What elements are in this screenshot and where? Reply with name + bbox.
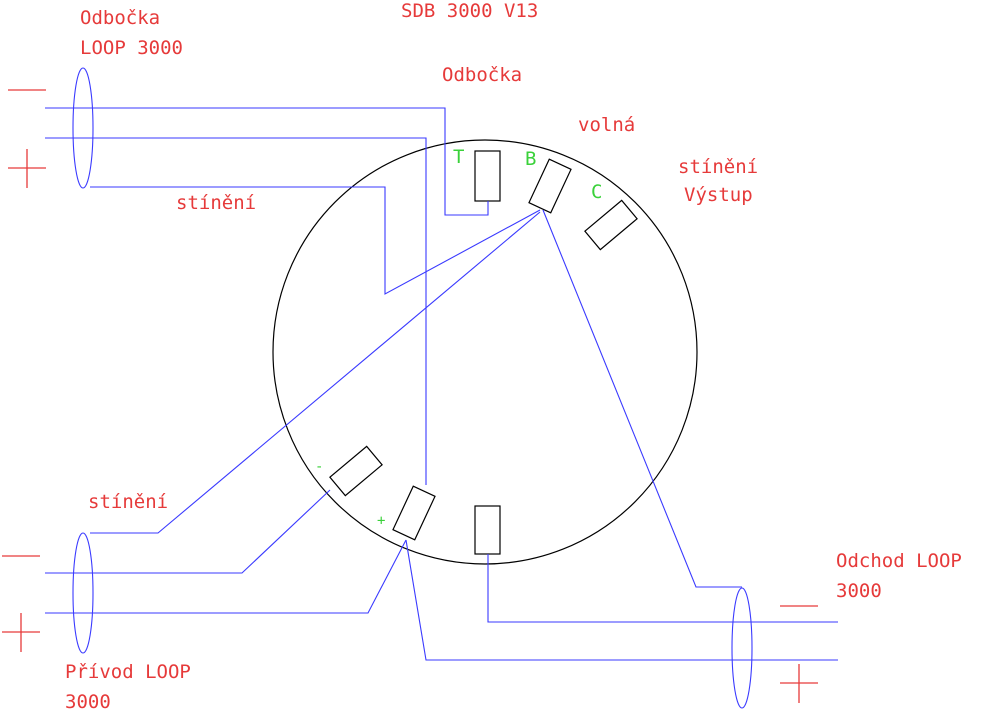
terminal-label-c: C xyxy=(591,181,602,203)
terminal-label-t: T xyxy=(453,146,464,168)
device-body-circle xyxy=(272,139,698,565)
wire-odchod-shield xyxy=(542,209,742,588)
label-volna: volná xyxy=(578,114,635,136)
terminal-c xyxy=(584,199,638,251)
label-odchod-line2: 3000 xyxy=(836,580,882,602)
wire-privod-shield-to-b xyxy=(90,211,541,534)
wire-privod-minus xyxy=(45,489,331,574)
label-odchod-line1: Odchod LOOP xyxy=(836,550,962,572)
label-privod-line2: 3000 xyxy=(65,691,111,711)
wire-odbocka-shield-to-b xyxy=(90,186,541,295)
label-stineni-vystup-line2: Výstup xyxy=(684,184,753,206)
label-stineni-bottom: stínění xyxy=(88,491,168,513)
terminal-label-plus: + xyxy=(377,513,385,529)
cable-ellipse-bottom-left xyxy=(72,532,94,654)
wire-odchod-plus xyxy=(405,539,838,661)
terminal-minus xyxy=(329,445,383,497)
terminal-b xyxy=(528,158,572,214)
label-stineni-top: stínění xyxy=(176,192,256,214)
wire-privod-plus xyxy=(45,539,407,614)
label-privod-line1: Přívod LOOP xyxy=(65,661,191,683)
cable-ellipse-top-left xyxy=(72,67,94,189)
diagram-title: SDB 3000 V13 xyxy=(401,0,538,22)
wire-odbocka-plus-to-plus xyxy=(45,137,427,485)
label-odbocka: Odbočka xyxy=(442,64,522,86)
terminal-label-minus: - xyxy=(315,459,323,475)
wire-odbocka-minus-to-t xyxy=(45,107,489,216)
terminal-label-b: B xyxy=(525,148,536,170)
label-stineni-vystup-line1: stínění xyxy=(678,156,758,178)
label-odbocka-loop-line1: Odbočka xyxy=(80,7,160,29)
terminal-bottom xyxy=(474,505,501,555)
wire-odchod-minus xyxy=(487,554,838,623)
cable-ellipse-bottom-right xyxy=(731,587,753,709)
terminal-t xyxy=(474,150,501,202)
terminal-plus xyxy=(392,485,436,541)
label-odbocka-loop-line2: LOOP 3000 xyxy=(80,37,183,59)
